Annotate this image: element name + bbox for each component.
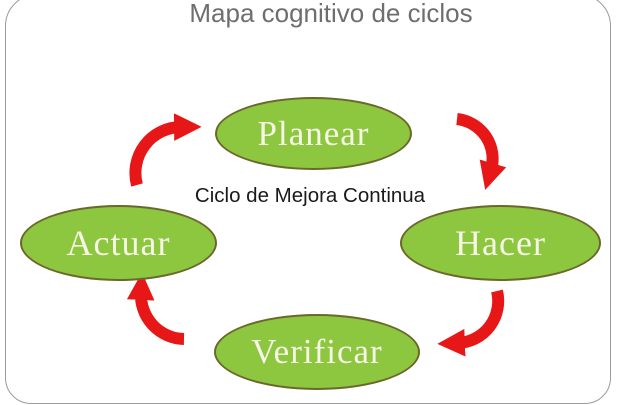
node-planear-label: Planear [257, 113, 370, 153]
node-actuar: Actuar [20, 205, 217, 281]
arrow-actuar-to-planear [129, 113, 202, 187]
node-actuar-label: Actuar [66, 223, 171, 263]
node-hacer-label: Hacer [455, 223, 546, 263]
arrow-hacer-to-verificar [437, 289, 505, 357]
page-title: Mapa cognitivo de ciclos [189, 0, 473, 28]
arrow-verificar-to-actuar [126, 272, 185, 345]
node-verificar: Verificar [214, 314, 420, 390]
center-label: Ciclo de Mejora Continua [194, 184, 426, 207]
arrow-planear-to-hacer [456, 113, 507, 190]
node-planear: Planear [215, 97, 412, 170]
node-verificar-label: Verificar [251, 332, 383, 371]
node-hacer: Hacer [400, 205, 601, 281]
